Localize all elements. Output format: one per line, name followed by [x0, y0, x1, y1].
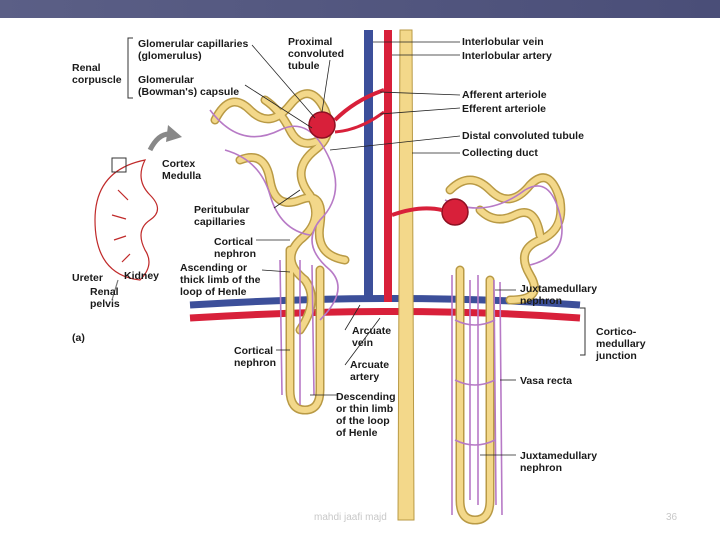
renal-corpuscle-bracket	[127, 37, 133, 99]
label-ureter: Ureter	[72, 272, 103, 284]
label-efferent-arteriole: Efferent arteriole	[462, 103, 547, 115]
cortical-nephron-tubules-fill	[212, 90, 348, 414]
peritubular-capillary-network	[209, 109, 563, 516]
label-afferent-arteriole: Afferent arteriole	[462, 89, 547, 101]
footer-author: mahdi jaafi majd	[314, 512, 387, 523]
efferent-arteriole-vessel	[334, 110, 385, 134]
afferent-arteriole-vessel	[333, 88, 385, 122]
arcuate-artery-band	[189, 308, 581, 322]
collecting-duct-tube	[397, 29, 415, 521]
interlobular-vein-vessel	[364, 30, 373, 302]
label-glomerular-capillaries: Glomerular capillaries(glomerulus)	[138, 38, 249, 62]
label-interlobular-artery: Interlobular artery	[462, 50, 552, 62]
label-cortex: Cortex	[162, 158, 196, 170]
label-kidney: Kidney	[124, 270, 160, 282]
juxtamedullary-nephron-tubules-fill	[447, 174, 564, 524]
page-number: 36	[666, 512, 678, 523]
label-medulla: Medulla	[162, 170, 202, 182]
header-bar	[0, 0, 720, 18]
arcuate-vein-band	[189, 295, 581, 309]
label-panel-a: (a)	[72, 332, 85, 344]
label-collecting-duct: Collecting duct	[462, 147, 538, 159]
cortico-medullary-bracket	[580, 307, 586, 356]
label-vasa-recta: Vasa recta	[520, 375, 572, 387]
label-glomerular-capsule: Glomerular(Bowman's) capsule	[138, 74, 240, 98]
leader-lines	[244, 41, 516, 456]
label-interlobular-vein: Interlobular vein	[462, 36, 544, 48]
glomerulus-juxtamedullary	[441, 198, 469, 226]
label-distal-tubule: Distal convoluted tubule	[462, 130, 584, 142]
kidney-inset	[94, 157, 159, 301]
juxta-afferent-vessel	[391, 206, 443, 217]
interlobular-artery-vessel	[384, 30, 392, 302]
